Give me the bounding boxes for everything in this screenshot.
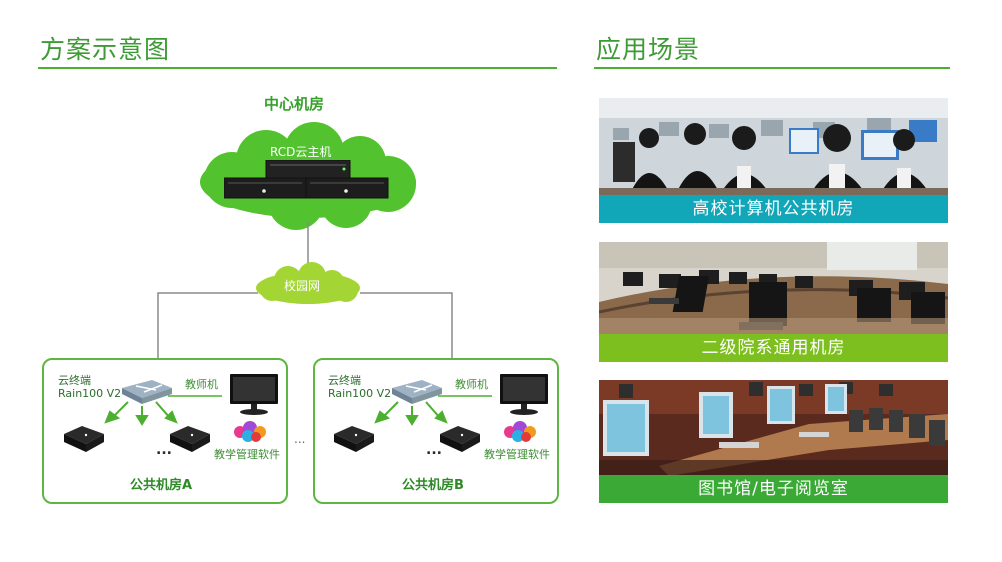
room-b-software-logo-icon <box>504 421 536 442</box>
diagram-title-rule <box>38 67 557 69</box>
network-lines <box>157 222 453 358</box>
scenes-section-title: 应用场景 <box>596 35 701 64</box>
room-a-teacher-monitor-icon <box>230 374 278 415</box>
rcd-cloud-host-label: RCD云主机 <box>270 145 332 159</box>
campus-network-label: 校园网 <box>284 279 321 293</box>
room-b-title: 公共机房B <box>402 478 464 493</box>
scenes-title-rule <box>594 67 950 69</box>
room-a-switch-icon <box>122 380 172 404</box>
room-a-devices <box>64 374 278 452</box>
room-a-software-label: 教学管理软件 <box>214 448 280 461</box>
campus-network-cloud <box>256 262 360 304</box>
scene-3-caption: 图书馆/电子阅览室 <box>599 475 948 503</box>
room-a-dots: ... <box>156 442 172 458</box>
scene-2-caption: 二级院系通用机房 <box>599 334 948 362</box>
between-rooms-dots: ... <box>294 432 306 446</box>
scene-1-caption: 高校计算机公共机房 <box>599 195 948 223</box>
center-room-title: 中心机房 <box>264 95 325 113</box>
room-b-switch-icon <box>392 380 442 404</box>
scene-3-photo <box>599 380 948 476</box>
room-a-title: 公共机房A <box>130 478 193 493</box>
scene-1-photo <box>599 98 948 196</box>
room-b-terminal-icons <box>334 426 480 452</box>
room-a-software-logo-icon <box>234 421 266 442</box>
room-b-devices <box>334 374 548 452</box>
diagram-section-title: 方案示意图 <box>40 35 171 64</box>
room-a-teacher-label: 教师机 <box>185 378 218 391</box>
scene-2-photo <box>599 242 948 334</box>
room-b-teacher-label: 教师机 <box>455 378 488 391</box>
server-rack-icon <box>224 160 389 199</box>
room-a-terminal-icons <box>64 426 210 452</box>
room-a-terminal-label: 云终端 Rain100 V2 <box>58 374 122 400</box>
room-b-terminal-label: 云终端 Rain100 V2 <box>328 374 392 400</box>
room-b-teacher-monitor-icon <box>500 374 548 415</box>
room-b-software-label: 教学管理软件 <box>484 448 550 461</box>
room-b-dots: ... <box>426 442 442 458</box>
